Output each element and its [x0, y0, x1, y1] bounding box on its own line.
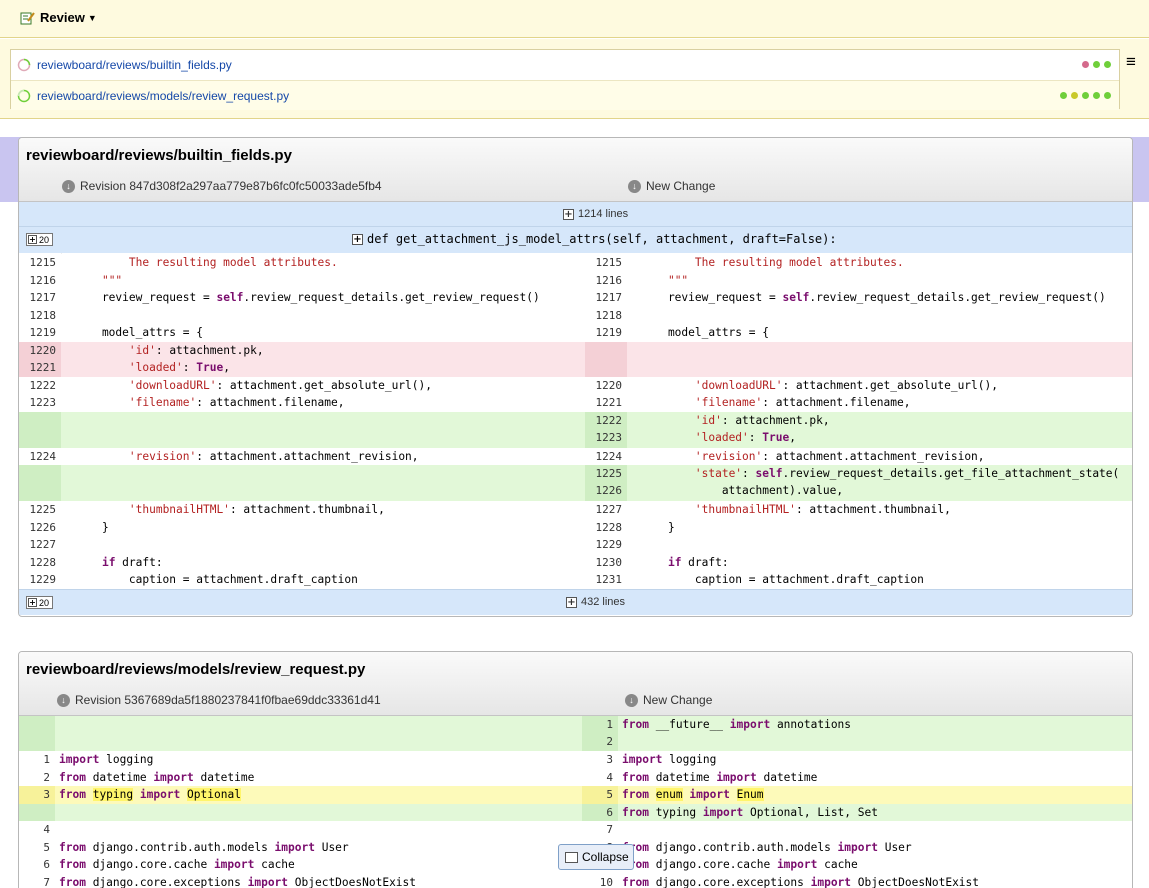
download-icon[interactable]: ↓	[62, 179, 75, 193]
download-icon[interactable]: ↓	[628, 179, 641, 193]
expand-20-button[interactable]: +20	[26, 233, 53, 246]
old-revision-label: Revision 847d308f2a297aa779e87b6fc0fc500…	[80, 179, 382, 193]
file-link[interactable]: reviewboard/reviews/builtin_fields.py	[37, 58, 232, 72]
review-edit-icon	[20, 11, 35, 24]
review-toolbar: Review ▼	[0, 0, 1149, 38]
expand-rest-link[interactable]: +432 lines	[566, 596, 626, 608]
spinner-icon	[17, 89, 31, 102]
diff-line: 58from django.contrib.auth.models import…	[19, 838, 1132, 856]
file-row[interactable]: reviewboard/reviews/models/review_reques…	[11, 80, 1119, 110]
function-header: +20 +def get_attachment_js_model_attrs(s…	[19, 227, 1132, 253]
diff-filename: reviewboard/reviews/models/review_reques…	[26, 661, 366, 678]
file-list: reviewboard/reviews/builtin_fields.py re…	[10, 49, 1120, 110]
download-icon[interactable]: ↓	[57, 693, 70, 707]
function-signature[interactable]: +def get_attachment_js_model_attrs(self,…	[352, 232, 837, 246]
file-status-dots	[1078, 61, 1111, 68]
expand-all-link[interactable]: +1214 lines	[563, 208, 628, 220]
diff-filename: reviewboard/reviews/builtin_fields.py	[26, 147, 292, 164]
expand-20-button[interactable]: +20	[26, 596, 53, 609]
diff-header: reviewboard/reviews/models/review_reques…	[19, 652, 1132, 716]
expand-header: +1214 lines	[19, 202, 1132, 227]
old-revision-label: Revision 5367689da5f1880237841f0fbae69dd…	[75, 693, 381, 707]
chevron-down-icon: ▼	[87, 12, 97, 23]
file-index: reviewboard/reviews/builtin_fields.py re…	[0, 39, 1149, 119]
review-menu-button[interactable]: Review ▼	[20, 10, 97, 25]
plus-icon: +	[566, 596, 577, 608]
review-label: Review	[40, 10, 85, 25]
file-link[interactable]: reviewboard/reviews/models/review_reques…	[37, 88, 290, 103]
hamburger-menu-icon[interactable]: ≡	[1126, 52, 1136, 71]
expand-lines-count: 1214 lines	[578, 208, 629, 220]
collapse-button[interactable]: Collapse	[558, 844, 634, 870]
plus-icon: +	[563, 208, 574, 220]
old-revision: ↓ Revision 847d308f2a297aa779e87b6fc0fc50…	[62, 179, 382, 193]
file-status-dots	[1056, 92, 1111, 99]
new-revision: ↓ New Change	[625, 693, 712, 707]
diff-header: reviewboard/reviews/builtin_fields.py ↓ R…	[19, 138, 1132, 202]
collapse-icon	[565, 851, 578, 863]
file-row[interactable]: reviewboard/reviews/builtin_fields.py	[11, 50, 1119, 80]
plus-icon: +	[352, 233, 363, 245]
download-icon[interactable]: ↓	[625, 693, 638, 707]
new-revision-label: New Change	[643, 693, 713, 707]
expand-footer: +20 +432 lines	[19, 589, 1132, 615]
new-revision-label: New Change	[646, 179, 716, 193]
old-revision: ↓ Revision 5367689da5f1880237841f0fbae69d…	[57, 693, 381, 707]
spinner-icon	[17, 58, 31, 72]
new-revision: ↓ New Change	[628, 179, 715, 193]
